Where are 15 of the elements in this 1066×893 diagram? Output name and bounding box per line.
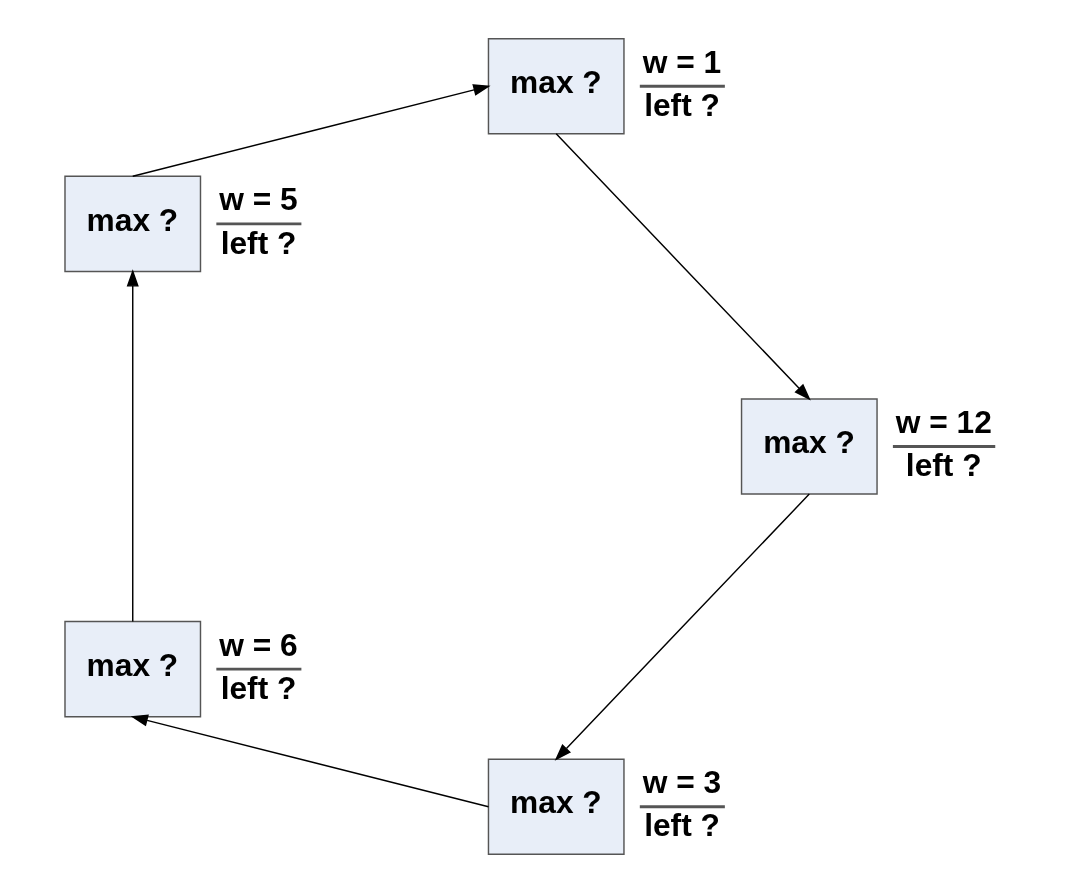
node-label: left ? [905,447,982,484]
node-label: w = 5 [219,181,298,218]
node-label: w = 6 [219,626,298,663]
node-label: left ? [644,86,720,123]
node-label: w = 12 [895,403,992,440]
arrow [126,269,139,623]
arrow [554,493,810,761]
arrow [130,714,490,808]
node-label: w = 1 [642,43,722,80]
node-label: left ? [220,669,297,706]
node-label: left ? [220,224,297,261]
arrow [555,133,811,401]
node-label: left ? [644,807,720,844]
arrow [132,84,491,177]
node-label: w = 3 [642,764,722,801]
